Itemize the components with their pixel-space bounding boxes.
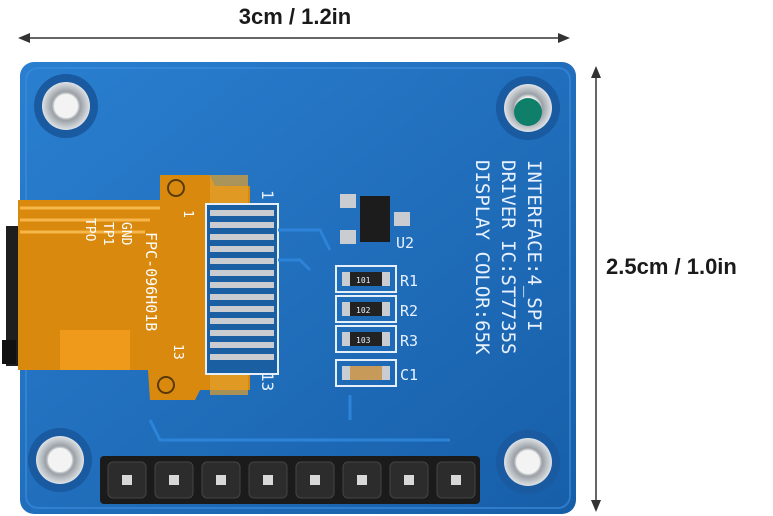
resistor-r3: 103	[335, 325, 397, 353]
u2-label: U2	[396, 234, 414, 252]
pad-label-1: 1	[258, 190, 277, 200]
r1-label: R1	[400, 272, 418, 290]
r2-label: R2	[400, 302, 418, 320]
flex-pin-a-text: 1	[180, 210, 195, 218]
capacitor-c1	[335, 359, 397, 387]
r1-code: 101	[356, 276, 371, 285]
width-dimension-label: 3cm / 1.2in	[238, 4, 352, 29]
r2-code: 102	[356, 306, 371, 315]
mounting-hole-bottom-left	[28, 428, 92, 492]
mounting-hole-top-right	[496, 76, 560, 140]
resistor-r2: 102	[335, 295, 397, 323]
height-dimension-arrow	[591, 66, 601, 512]
resistor-r1: 101	[335, 265, 397, 293]
pad-label-13: 13	[258, 372, 277, 391]
display-color-spec-text: DISPLAY COLOR:65K	[471, 160, 493, 355]
interface-spec-text: INTERFACE:4_SPI	[523, 160, 545, 332]
driver-spec-text: DRIVER IC:ST7735S	[497, 160, 519, 354]
pin-header	[100, 456, 480, 504]
width-dimension-arrow	[18, 33, 570, 43]
pcb-board	[20, 62, 576, 514]
c1-label: C1	[400, 366, 418, 384]
mounting-hole-top-left	[34, 74, 98, 138]
flex-model-text: FPC-096H01B	[142, 232, 160, 331]
mounting-hole-bottom-right	[496, 430, 560, 494]
flex-lead-tp1: TP1	[100, 222, 115, 245]
r3-label: R3	[400, 332, 418, 350]
height-dimension-label: 2.5cm / 1.0in	[606, 254, 737, 279]
u2-regulator-chip	[340, 194, 410, 244]
flex-lead-tpo: TPO	[82, 218, 97, 242]
r3-code: 103	[356, 336, 371, 345]
flex-lead-gnd: GND	[118, 222, 133, 246]
fpc-solder-pads	[205, 203, 279, 375]
flex-pin-b-text: 13	[170, 344, 185, 360]
